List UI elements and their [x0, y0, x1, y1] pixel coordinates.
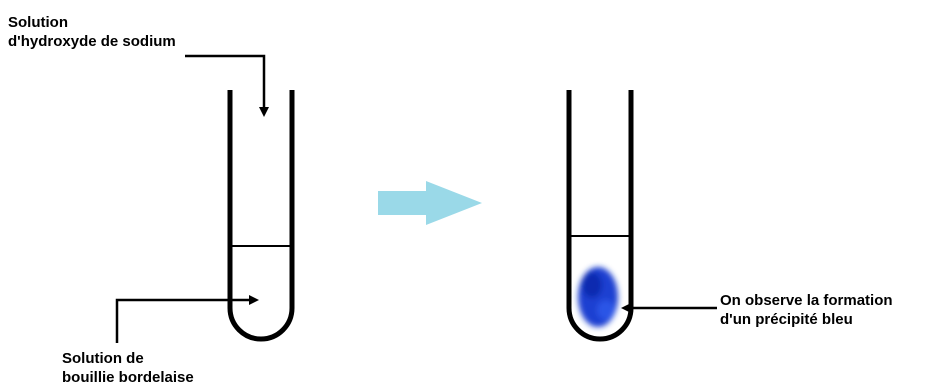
result-label-line2: d'un précipité bleu — [720, 311, 853, 328]
reagent-label-line1: Solution — [8, 14, 68, 31]
reaction-arrow — [378, 181, 482, 225]
solution-label-line2: bouillie bordelaise — [62, 369, 194, 386]
result-label-line1: On observe la formation — [720, 292, 893, 309]
result-label: On observe la formation d'un précipité b… — [720, 291, 893, 329]
solution-pointer-arrow — [115, 295, 259, 343]
reagent-pointer-arrow — [185, 54, 269, 117]
solution-label: Solution de bouillie bordelaise — [62, 349, 194, 387]
reagent-label-line2: d'hydroxyde de sodium — [8, 33, 176, 50]
test-tube-after — [566, 90, 634, 342]
test-tube-before — [227, 90, 295, 342]
reagent-label: Solution d'hydroxyde de sodium — [8, 13, 176, 51]
solution-label-line1: Solution de — [62, 350, 144, 367]
blue-precipitate — [578, 267, 618, 327]
